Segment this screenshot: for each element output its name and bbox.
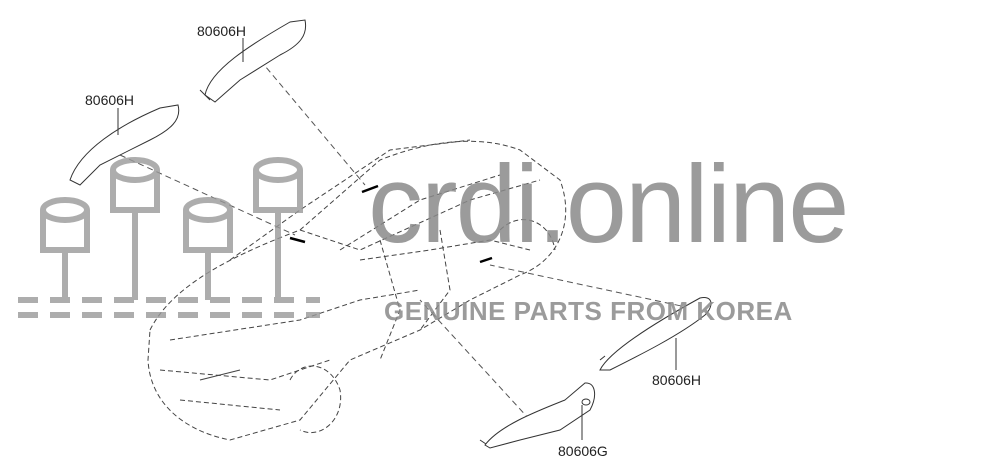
handle-bottom: [479, 382, 596, 449]
watermark-key-icons: [18, 157, 320, 318]
callout-lines: [117, 38, 677, 440]
callout-label: 80606H: [85, 92, 135, 108]
leader-lines: [119, 59, 701, 421]
watermark-tagline: GENUINE PARTS FROM KOREA: [384, 296, 793, 326]
handle-right: [599, 296, 712, 371]
callout-label: 80606H: [652, 372, 702, 388]
watermark-brand: crdi.online: [368, 143, 849, 266]
handle-left: [69, 104, 180, 186]
callout-label: 80606H: [197, 23, 247, 39]
car-outline: [147, 139, 567, 441]
mount-marks: [289, 184, 493, 264]
callout-label: 80606G: [558, 443, 608, 459]
handle-top: [199, 19, 307, 103]
